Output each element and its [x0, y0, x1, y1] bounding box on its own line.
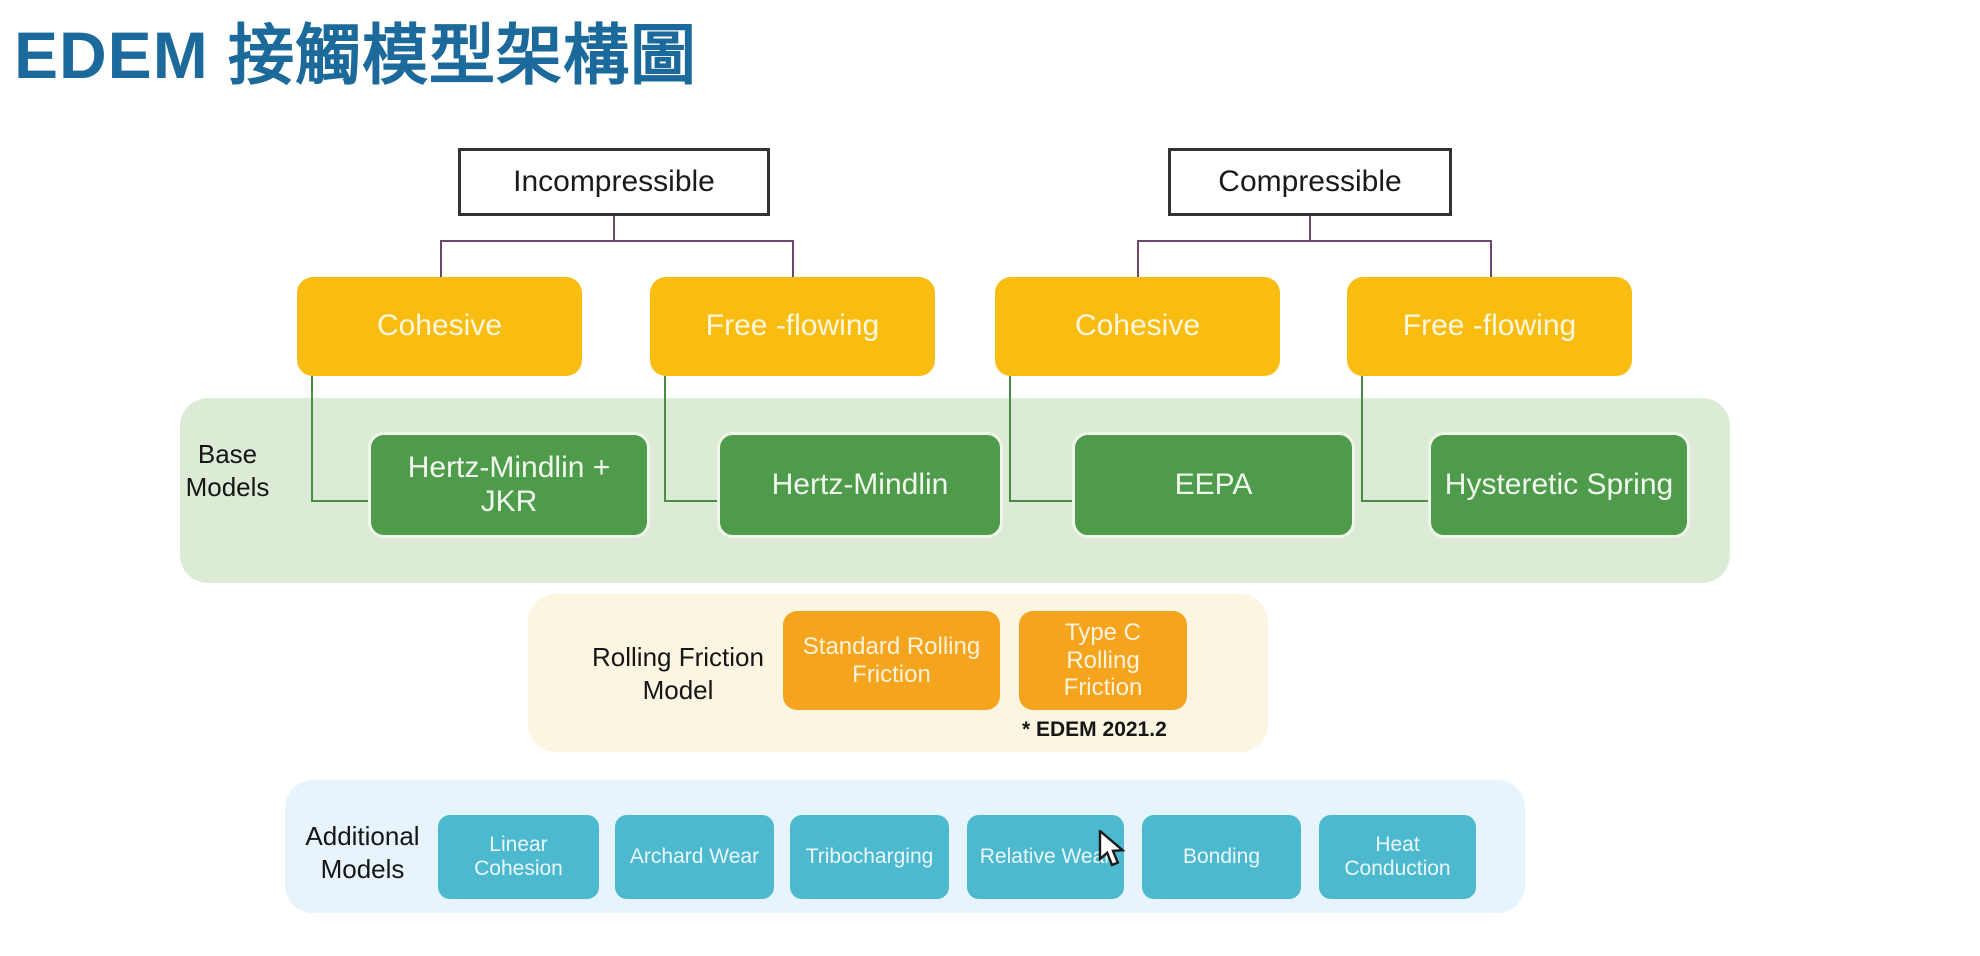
model-hertz-mindlin: Hertz-Mindlin [717, 432, 1003, 538]
connector-drop-cohesive-2 [1137, 240, 1139, 277]
connector-freeflowing1-h [664, 500, 718, 502]
connector-cohesive1-v [311, 376, 313, 502]
additional-models-label-line1: Additional [305, 821, 420, 851]
model-bonding: Bonding [1142, 815, 1301, 899]
node-cohesive-1: Cohesive [297, 277, 582, 376]
rolling-friction-label-line2: Model [642, 674, 714, 705]
additional-models-label: Additional Models [300, 820, 425, 885]
page-title: EDEM 接觸模型架構圖 [14, 18, 698, 92]
model-relative-wear: Relative Wear [967, 815, 1124, 899]
model-eepa: EEPA [1072, 432, 1355, 538]
model-tribocharging: Tribocharging [790, 815, 949, 899]
connector-incompressible-stub [613, 216, 615, 241]
node-incompressible: Incompressible [458, 148, 770, 216]
base-models-label: Base Models [175, 438, 280, 503]
connector-freeflowing2-v [1361, 376, 1363, 502]
rolling-friction-label-line1: Rolling Friction [592, 642, 764, 672]
node-compressible: Compressible [1168, 148, 1452, 216]
model-standard-rolling-friction: Standard Rolling Friction [783, 611, 1000, 710]
edem-version-note: * EDEM 2021.2 [1022, 718, 1167, 741]
mouse-cursor [1098, 830, 1126, 867]
model-heat-conduction: Heat Conduction [1319, 815, 1476, 899]
additional-models-label-line2: Models [320, 853, 405, 884]
base-models-label-line2: Models [185, 471, 270, 502]
node-freeflowing-1: Free -flowing [650, 277, 935, 376]
connector-drop-freeflowing-2 [1490, 240, 1492, 277]
model-linear-cohesion: Linear Cohesion [438, 815, 599, 899]
connector-cohesive2-h [1009, 500, 1073, 502]
connector-freeflowing2-h [1361, 500, 1429, 502]
connector-freeflowing1-v [664, 376, 666, 502]
rolling-friction-label: Rolling Friction Model [553, 641, 803, 706]
connector-incompressible-bar [440, 240, 794, 242]
model-hertz-mindlin-jkr: Hertz-Mindlin + JKR [368, 432, 650, 538]
connector-compressible-bar [1137, 240, 1492, 242]
connector-compressible-stub [1309, 216, 1311, 241]
base-models-label-line1: Base [197, 439, 258, 469]
model-archard-wear: Archard Wear [615, 815, 774, 899]
connector-cohesive2-v [1009, 376, 1011, 502]
node-cohesive-2: Cohesive [995, 277, 1280, 376]
model-hysteretic-spring: Hysteretic Spring [1428, 432, 1690, 538]
connector-drop-cohesive-1 [440, 240, 442, 277]
node-freeflowing-2: Free -flowing [1347, 277, 1632, 376]
connector-drop-freeflowing-1 [792, 240, 794, 277]
model-type-c-rolling-friction: Type C Rolling Friction [1019, 611, 1187, 710]
connector-cohesive1-h [311, 500, 369, 502]
